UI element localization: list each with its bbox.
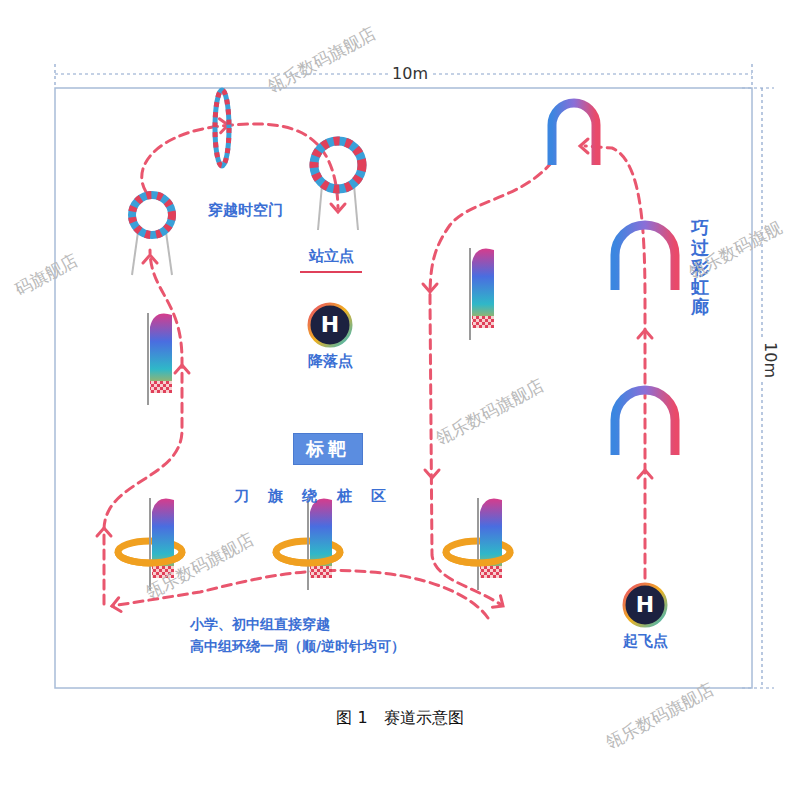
gate-label: 穿越时空门 <box>208 201 283 219</box>
rule-note: 小学、初中组直接穿越 <box>190 616 330 633</box>
field-border <box>55 88 752 688</box>
landing-pad: H 降落点 <box>307 302 353 371</box>
route-arrowhead <box>425 470 439 478</box>
route-arrows <box>97 118 652 613</box>
watermark: 瓴乐数码旗舰店 <box>603 679 718 753</box>
target-box: 标靶 <box>293 433 363 465</box>
rainbow-arches <box>552 103 675 455</box>
box-label: 标靶 <box>306 437 350 461</box>
route-arrowhead <box>638 330 652 338</box>
flight-route <box>104 124 645 618</box>
standing-point-label: 站立点 <box>309 247 354 265</box>
pad-letter: H <box>307 302 353 348</box>
route-arrowhead <box>331 204 345 212</box>
zone-label: 刀 旗 绕 桩 区 <box>234 487 386 505</box>
watermark: 码旗舰店 <box>11 250 81 300</box>
route-arrowhead <box>143 255 157 263</box>
watermark: 瓴乐数码旗舰店 <box>265 23 380 97</box>
takeoff-pad: H 起飞点 <box>622 582 668 651</box>
dimension-label: 10m <box>760 339 779 381</box>
route-arrowhead <box>638 470 652 478</box>
pad-circle: H <box>622 582 668 628</box>
dimension-label: 10m <box>389 64 431 83</box>
dimension-lines <box>55 64 774 688</box>
pad-label: 起飞点 <box>623 632 668 651</box>
standing-line <box>300 271 362 273</box>
pad-circle: H <box>307 302 353 348</box>
route-arrowhead <box>492 596 507 612</box>
time-gates <box>132 90 362 275</box>
figure-caption: 图 1 赛道示意图 <box>336 708 463 729</box>
route-arrowhead <box>423 284 437 292</box>
route-arrowhead <box>97 528 111 536</box>
pad-letter: H <box>622 582 668 628</box>
rule-note: 高中组环绕一周（顺/逆时针均可） <box>190 638 405 655</box>
pad-label: 降落点 <box>308 352 353 371</box>
watermark: 瓴乐数码旗舰店 <box>433 375 548 449</box>
flags <box>118 248 510 590</box>
route-arrowhead <box>175 365 189 373</box>
route-arrowhead <box>111 598 121 613</box>
route-arrowhead <box>580 139 588 153</box>
